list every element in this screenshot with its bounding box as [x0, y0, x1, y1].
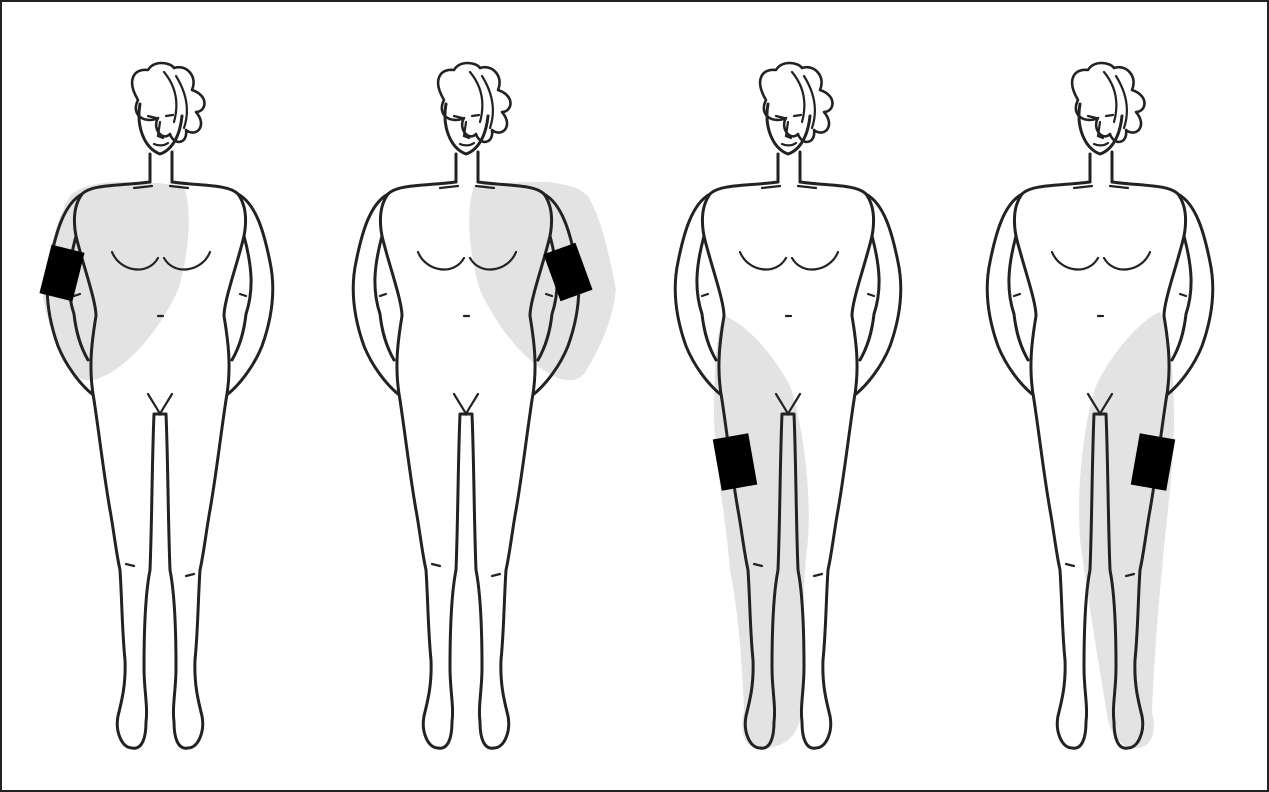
figure-1	[47, 63, 273, 748]
figure-2	[353, 63, 579, 748]
shade-figure-3	[714, 316, 809, 748]
shade-figure-4	[1079, 312, 1174, 748]
shaded-regions	[42, 182, 1174, 748]
